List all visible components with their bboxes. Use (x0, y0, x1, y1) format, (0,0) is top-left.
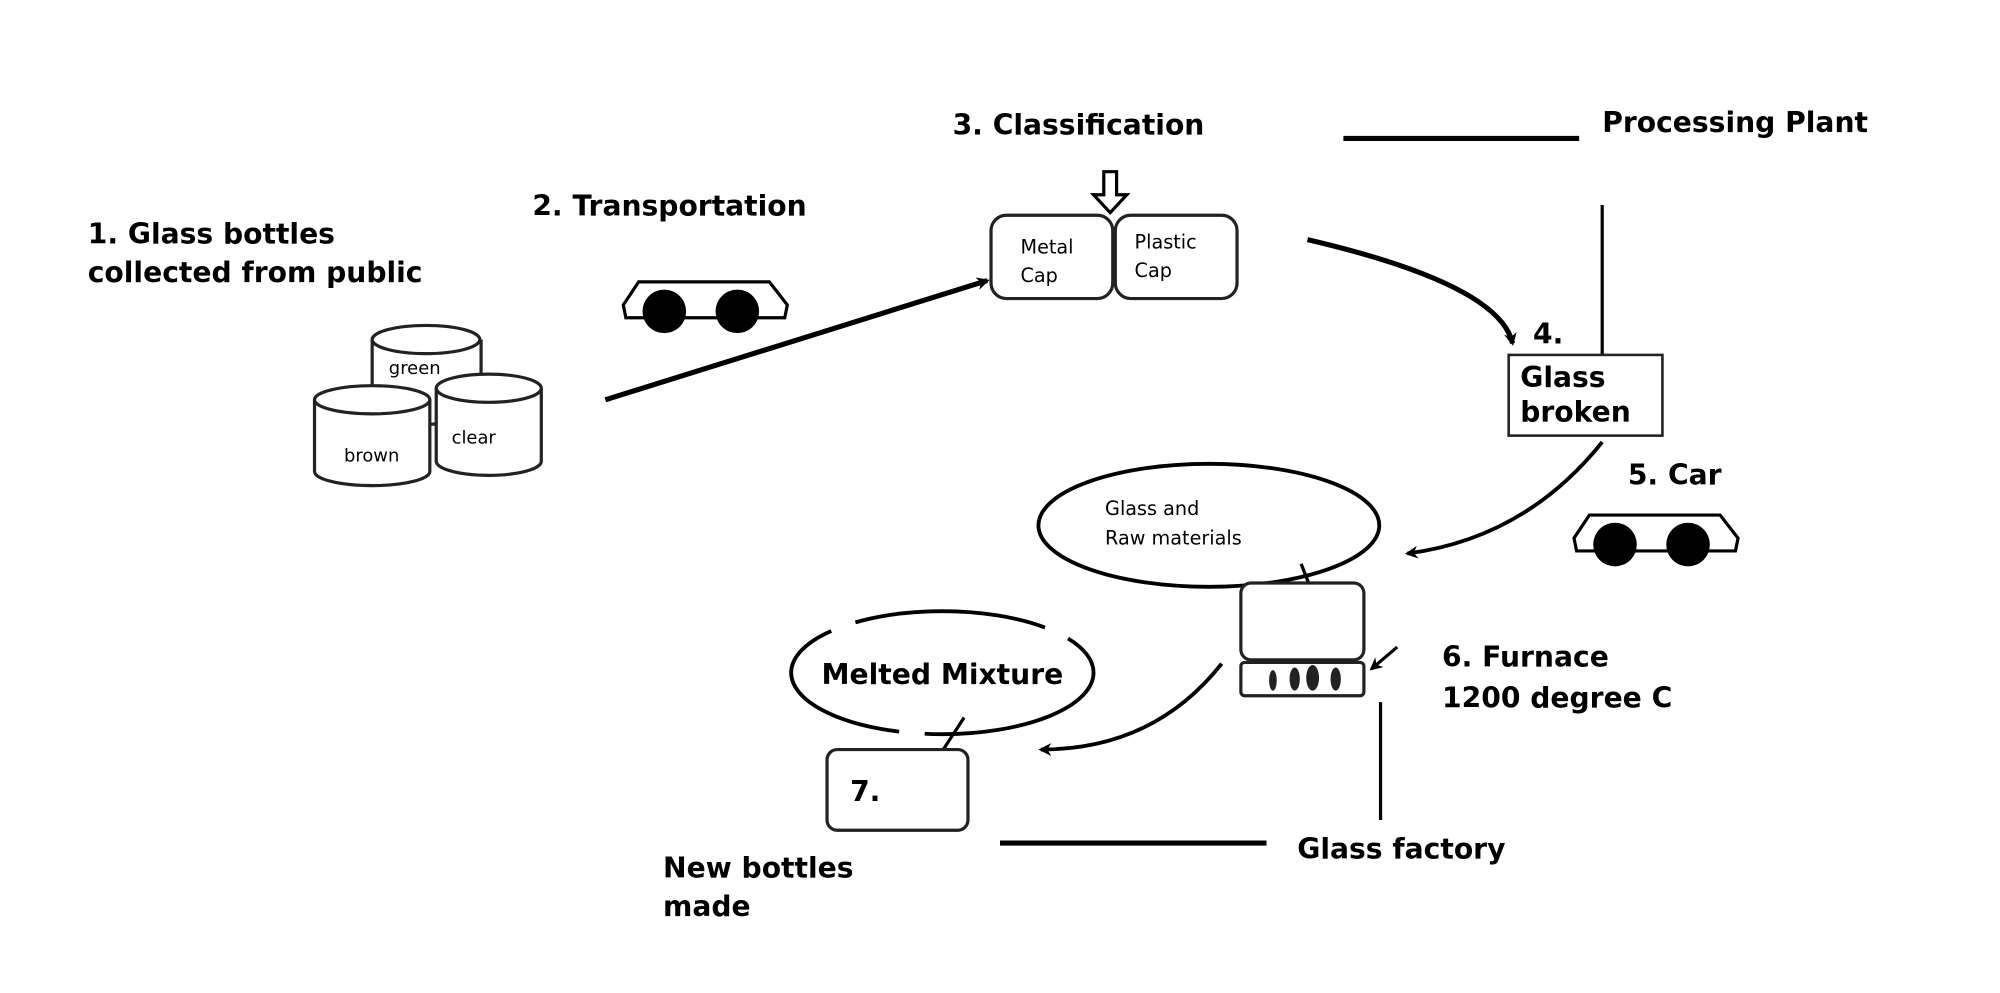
step1-label-2: collected from public (88, 256, 423, 289)
metal-cap-label-2: Cap (1021, 264, 1058, 287)
step1-label: 1. Glass bottles (88, 217, 335, 250)
glass-broken-label-2: broken (1520, 396, 1631, 429)
arrow-to-mold (1038, 662, 1224, 756)
glass-broken-box (1507, 353, 1664, 437)
new-bottles-label-2: made (663, 890, 751, 923)
plastic-cap-box (1113, 213, 1239, 301)
melted-mixture-label: Melted Mixture (821, 658, 1063, 691)
step3-label: 3. Classification (953, 109, 1205, 142)
step5-label: 5. Car (1628, 458, 1722, 491)
glass-factory-label: Glass factory (1297, 832, 1505, 865)
plastic-cap-label-2: Cap (1135, 259, 1172, 282)
new-bottles-label: New bottles (663, 852, 854, 885)
bin-green-label: green (389, 358, 441, 379)
step7-number: 7. (850, 775, 880, 808)
raw-materials-label-2: Raw materials (1105, 527, 1242, 550)
car-icon (1572, 513, 1740, 567)
melted-mixture-ellipse (789, 609, 1096, 737)
step6-label-2: 1200 degree C (1442, 681, 1672, 714)
arrow-to-glass-broken (1306, 237, 1517, 346)
plastic-cap-label: Plastic (1135, 231, 1197, 254)
car-icon (621, 280, 790, 334)
bin-clear-label: clear (452, 427, 497, 448)
metal-cap-label: Metal (1021, 236, 1074, 259)
raw-materials-label: Glass and (1105, 497, 1199, 520)
step4-number: 4. (1533, 317, 1563, 350)
step7-box (825, 747, 970, 832)
arrow-heat (1369, 645, 1399, 671)
step6-label: 6. Furnace (1442, 640, 1609, 673)
processing-plant-label: Processing Plant (1602, 106, 1868, 139)
hollow-down-arrow-icon (1089, 170, 1131, 216)
step2-label: 2. Transportation (532, 189, 806, 222)
arrow-to-classification (604, 277, 990, 403)
arrow-to-furnace (1404, 440, 1604, 559)
raw-materials-ellipse (1036, 461, 1382, 589)
flame-icon (1269, 664, 1341, 691)
glass-broken-label: Glass (1520, 361, 1605, 394)
bin-brown-label: brown (344, 445, 399, 466)
furnace-icon (1239, 581, 1366, 698)
bin-clear-icon: clear (434, 372, 543, 477)
metal-cap-box (989, 213, 1115, 301)
bin-brown-icon: brown (312, 384, 432, 488)
